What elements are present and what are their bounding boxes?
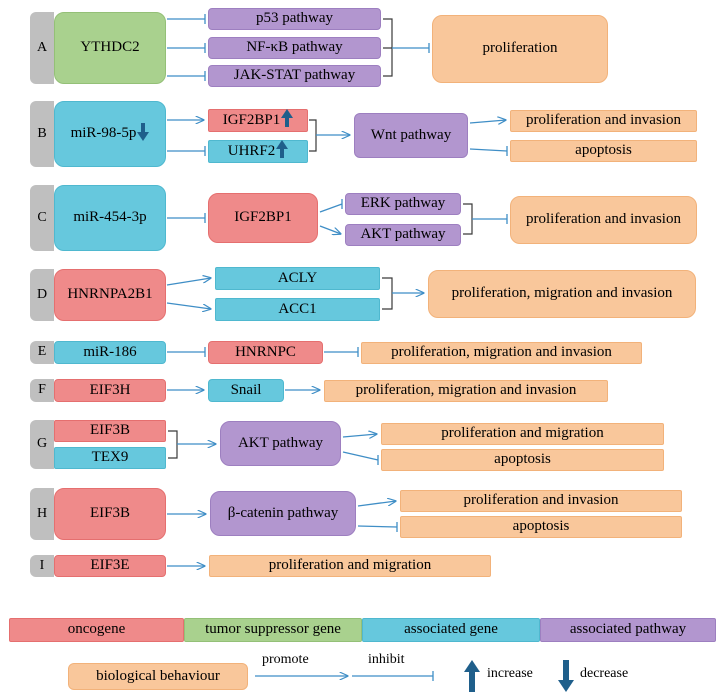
outcome-proliferation-a: proliferation <box>432 15 608 83</box>
outcome-prolif-migr-inv-d: proliferation, migration and invasion <box>428 270 696 318</box>
bracket <box>463 203 473 235</box>
legend-inhibit-label: inhibit <box>368 652 405 667</box>
bracket <box>382 277 393 310</box>
gene-ythdc2: YTHDC2 <box>54 12 166 84</box>
legend-increase-icon <box>464 660 480 697</box>
target-igf2bp1-c: IGF2BP1 <box>208 193 318 243</box>
inhibit-arrow <box>167 347 206 357</box>
promote-arrow <box>166 278 211 286</box>
gene-eif3b-g: EIF3B <box>54 420 166 442</box>
outcome-proliferation-invasion-c: proliferation and invasion <box>510 196 697 244</box>
legend-increase-label: increase <box>487 666 533 681</box>
panel-letter-h: H <box>30 488 54 540</box>
legend-oncogene: oncogene <box>9 618 184 642</box>
inhibit-arrow <box>392 43 430 53</box>
outcome-apoptosis-g: apoptosis <box>381 449 664 471</box>
outcome-proliferation-invasion-h: proliferation and invasion <box>400 490 682 512</box>
panel-letter-i: I <box>30 555 54 577</box>
legend-decrease-label: decrease <box>580 666 629 681</box>
target-acc1: ACC1 <box>215 298 380 321</box>
gene-mir-454-3p: miR-454-3p <box>54 185 166 251</box>
outcome-proliferation-migration-i: proliferation and migration <box>209 555 491 577</box>
legend-tumor-suppressor: tumor suppressor gene <box>184 618 362 642</box>
gene-mir-98-5p-label: miR-98-5p <box>70 125 137 142</box>
target-igf2bp1-b: IGF2BP1 <box>208 109 308 132</box>
legend-inhibit-arrow <box>352 671 434 681</box>
inhibit-arrow <box>324 347 359 357</box>
increase-icon <box>281 109 294 132</box>
inhibit-arrow <box>167 43 206 53</box>
promote-arrow <box>342 434 377 437</box>
outcome-proliferation-invasion-b: proliferation and invasion <box>510 110 697 132</box>
inhibit-arrow <box>357 522 398 532</box>
gene-mir-186: miR-186 <box>54 341 166 364</box>
inhibit-arrow <box>469 146 508 156</box>
target-acly: ACLY <box>215 267 380 290</box>
pathway-akt-c: AKT pathway <box>345 224 461 246</box>
target-snail: Snail <box>208 379 284 402</box>
legend-associated-pathway: associated pathway <box>540 618 716 642</box>
inhibit-arrow <box>167 213 206 223</box>
pathway-beta-catenin: β-catenin pathway <box>210 491 356 536</box>
legend-biological-behaviour: biological behaviour <box>68 663 248 690</box>
gene-tex9: TEX9 <box>54 447 166 469</box>
inhibit-arrow <box>167 146 206 156</box>
pathway-erk: ERK pathway <box>345 193 461 215</box>
panel-letter-f: F <box>30 379 54 402</box>
inhibit-arrow <box>342 451 379 465</box>
gene-mir-98-5p: miR-98-5p <box>54 101 166 167</box>
promote-arrow <box>357 501 396 507</box>
panel-letter-c: C <box>30 185 54 251</box>
panel-letter-d: D <box>30 269 54 321</box>
target-uhrf2: UHRF2 <box>208 140 308 163</box>
outcome-prolif-migr-inv-e: proliferation, migration and invasion <box>361 342 642 364</box>
inhibit-arrow <box>472 214 508 224</box>
outcome-apoptosis-b: apoptosis <box>510 140 697 162</box>
target-hnrnpc: HNRNPC <box>208 341 323 364</box>
legend-decrease-icon <box>558 660 574 697</box>
bracket <box>168 430 178 459</box>
promote-arrow <box>166 302 211 309</box>
pathway-wnt: Wnt pathway <box>354 113 468 158</box>
panel-letter-g: G <box>30 420 54 469</box>
promote-arrow <box>469 120 506 123</box>
outcome-proliferation-migration-g: proliferation and migration <box>381 423 664 445</box>
inhibit-arrow <box>319 199 343 213</box>
pathway-nfkb: NF-κB pathway <box>208 37 381 59</box>
bracket <box>383 18 393 77</box>
bracket <box>309 119 317 152</box>
pathway-akt-g: AKT pathway <box>220 421 341 466</box>
legend-promote-label: promote <box>262 652 309 667</box>
target-igf2bp1-b-label: IGF2BP1 <box>222 111 281 128</box>
gene-eif3h: EIF3H <box>54 379 166 402</box>
gene-eif3e: EIF3E <box>54 555 166 577</box>
panel-letter-b: B <box>30 101 54 167</box>
panel-letter-e: E <box>30 341 54 364</box>
target-uhrf2-label: UHRF2 <box>227 142 276 159</box>
panel-letter-a: A <box>30 12 54 84</box>
promote-arrow <box>319 225 341 234</box>
inhibit-arrow <box>167 71 206 81</box>
legend-associated-gene: associated gene <box>362 618 540 642</box>
gene-eif3b-h: EIF3B <box>54 488 166 540</box>
gene-hnrnpa2b1: HNRNPA2B1 <box>54 269 166 321</box>
inhibit-arrow <box>167 14 206 24</box>
decrease-icon <box>137 122 150 146</box>
increase-icon <box>276 140 289 163</box>
pathway-p53: p53 pathway <box>208 8 381 30</box>
pathway-jak-stat: JAK-STAT pathway <box>208 65 381 87</box>
outcome-apoptosis-h: apoptosis <box>400 516 682 538</box>
outcome-prolif-migr-inv-f: proliferation, migration and invasion <box>324 380 608 402</box>
